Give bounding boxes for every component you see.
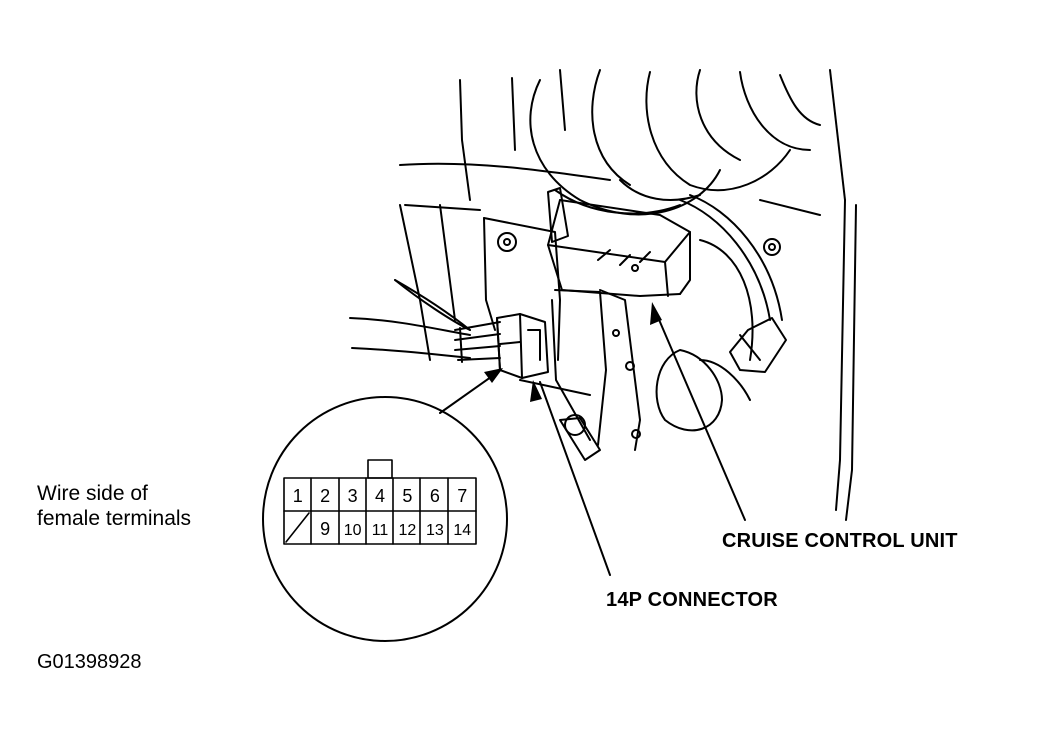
inset-caption-line1: Wire side of: [37, 482, 148, 505]
left-wire-harness: [349, 279, 501, 363]
terminal-top-6: 6: [430, 486, 440, 506]
terminal-bottom-13: 13: [426, 522, 444, 539]
callout-cruise-control-unit: CRUISE CONTROL UNIT: [722, 530, 958, 552]
right-cable-plug: [679, 194, 787, 373]
terminal-bottom-12: 12: [399, 522, 417, 539]
inset-caption: Wire side of female terminals: [37, 481, 191, 531]
lower-pocket: [559, 349, 751, 461]
dashboard-frame: [394, 69, 857, 521]
upper-harness-coils: [529, 69, 821, 216]
leader-lines: [439, 307, 746, 576]
cruise-control-unit-box: [547, 187, 691, 297]
terminal-bottom-11: 11: [372, 522, 389, 539]
terminal-top-3: 3: [348, 486, 358, 506]
connector-14p-body: [496, 313, 549, 379]
mounting-bracket: [483, 217, 641, 451]
callout-14p-connector: 14P CONNECTOR: [606, 589, 778, 611]
arrowheads: [484, 302, 662, 402]
figure-id: G01398928: [37, 651, 142, 673]
terminal-top-7: 7: [457, 486, 467, 506]
inset-caption-line2: female terminals: [37, 507, 192, 530]
terminal-bottom-10: 10: [344, 522, 362, 539]
connector-face: [283, 459, 477, 545]
terminal-top-4: 4: [375, 486, 385, 506]
inset-circle: [262, 396, 508, 642]
terminal-top-1: 1: [293, 486, 303, 506]
terminal-top-5: 5: [402, 486, 412, 506]
terminal-top-2: 2: [320, 486, 330, 506]
terminal-bottom-14: 14: [453, 522, 471, 539]
terminal-bottom-9: 9: [320, 519, 330, 539]
